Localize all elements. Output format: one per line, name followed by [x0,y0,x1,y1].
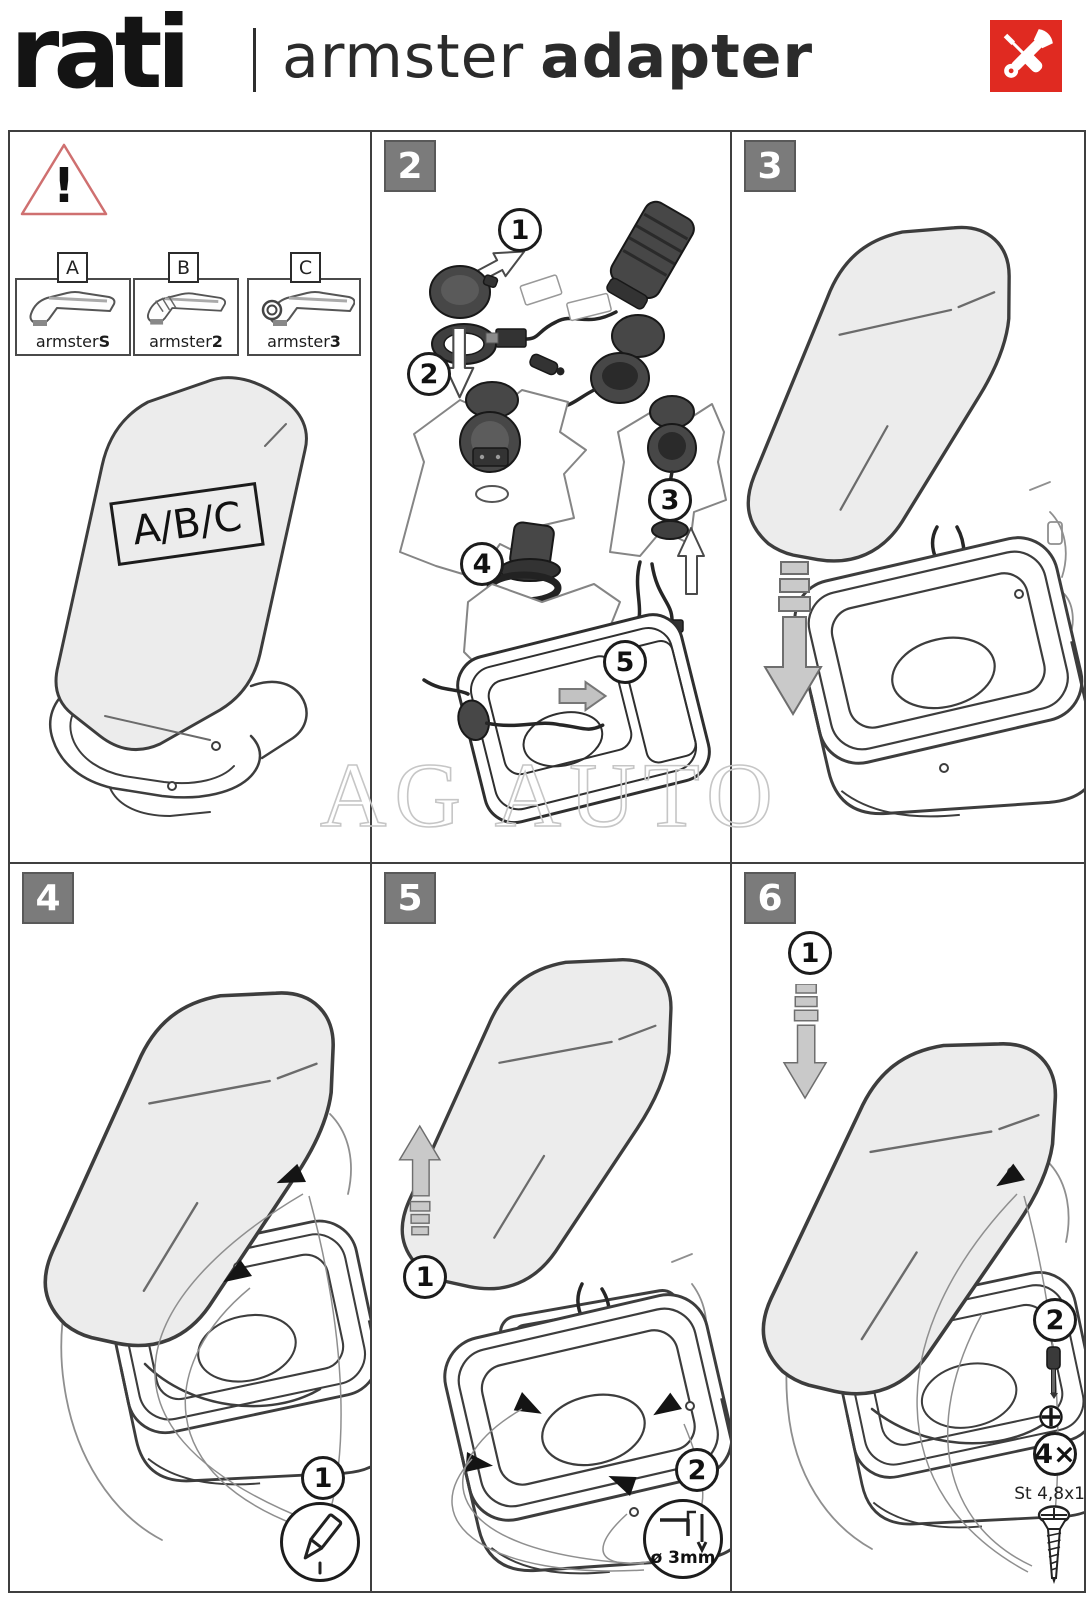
screw-quantity: 4× [1033,1432,1077,1476]
warning-triangle-icon: ! [20,143,108,216]
callout-2: 2 [407,352,451,396]
variant-letter-a: A [57,252,88,283]
armster-2-thumbnail [146,291,227,326]
parts-exploded-illustration [399,200,727,825]
gray-down-arrow [783,984,827,1099]
grid-divider-h [10,862,1084,864]
variant-name: armsterS [35,332,111,351]
panel-step2: 2 1 2 3 4 5 [372,132,730,862]
variant-name: armster3 [267,332,341,351]
callout-5: 5 [603,640,647,684]
callout-1: 1 [403,1255,447,1299]
variant-box-armster-3: armster3 [247,278,361,356]
panel-step4: 4 1 [10,864,370,1595]
drilling-illustration [388,918,730,1595]
grid-divider-v2 [730,132,732,1591]
step-5-badge: 5 [384,872,436,924]
header-divider [253,28,256,92]
panel-step3: 3 [732,132,1084,862]
step-2-badge: 2 [384,140,436,192]
step-3-badge: 3 [744,140,796,192]
armster-s-thumbnail [29,290,116,328]
callout-4: 4 [460,542,504,586]
variant-box-armster-s: armsterS [15,278,131,356]
callout-1: 1 [788,931,832,975]
install-illustration [735,191,1084,852]
callout-3: 3 [648,478,692,522]
step-grid: ! A B C armsterS armster2 [8,130,1086,1595]
panel-step5: 5 [372,864,730,1595]
step-4-badge: 4 [22,872,74,924]
callout-1: 1 [301,1456,345,1500]
armster-3-thumbnail [261,290,355,328]
rati-logo: rati [10,0,191,111]
drill-size-label: ø 3mm [650,1548,716,1568]
callout-2: 2 [1033,1298,1077,1342]
variant-letter-c: C [290,252,321,283]
drill-bit-icon: ø 3mm [643,1499,723,1579]
variant-name: armster2 [149,332,223,351]
phillips-head-icon [1039,1405,1063,1429]
screwdriver-icon [1046,1346,1061,1399]
screw-icon [1037,1505,1071,1584]
title-armster: armster [282,22,525,92]
warning-symbol: ! [53,158,75,214]
panel-step6: 6 1 2 [732,864,1084,1595]
tools-icon [990,20,1062,92]
callout-1: 1 [498,208,542,252]
step-6-badge: 6 [744,872,796,924]
marker-pen-icon [280,1502,360,1582]
panel-warning: ! A B C armsterS armster2 [10,132,370,862]
armrest-illustration [49,376,308,817]
screwing-illustration [748,997,1084,1573]
screw-spec-label: St 4,8x16 [1014,1484,1084,1504]
variant-letter-b: B [168,252,199,283]
callout-2: 2 [675,1448,719,1492]
grid-divider-v1 [370,132,372,1591]
title-adapter: adapter [540,22,814,92]
variant-box-armster-2: armster2 [133,278,239,356]
